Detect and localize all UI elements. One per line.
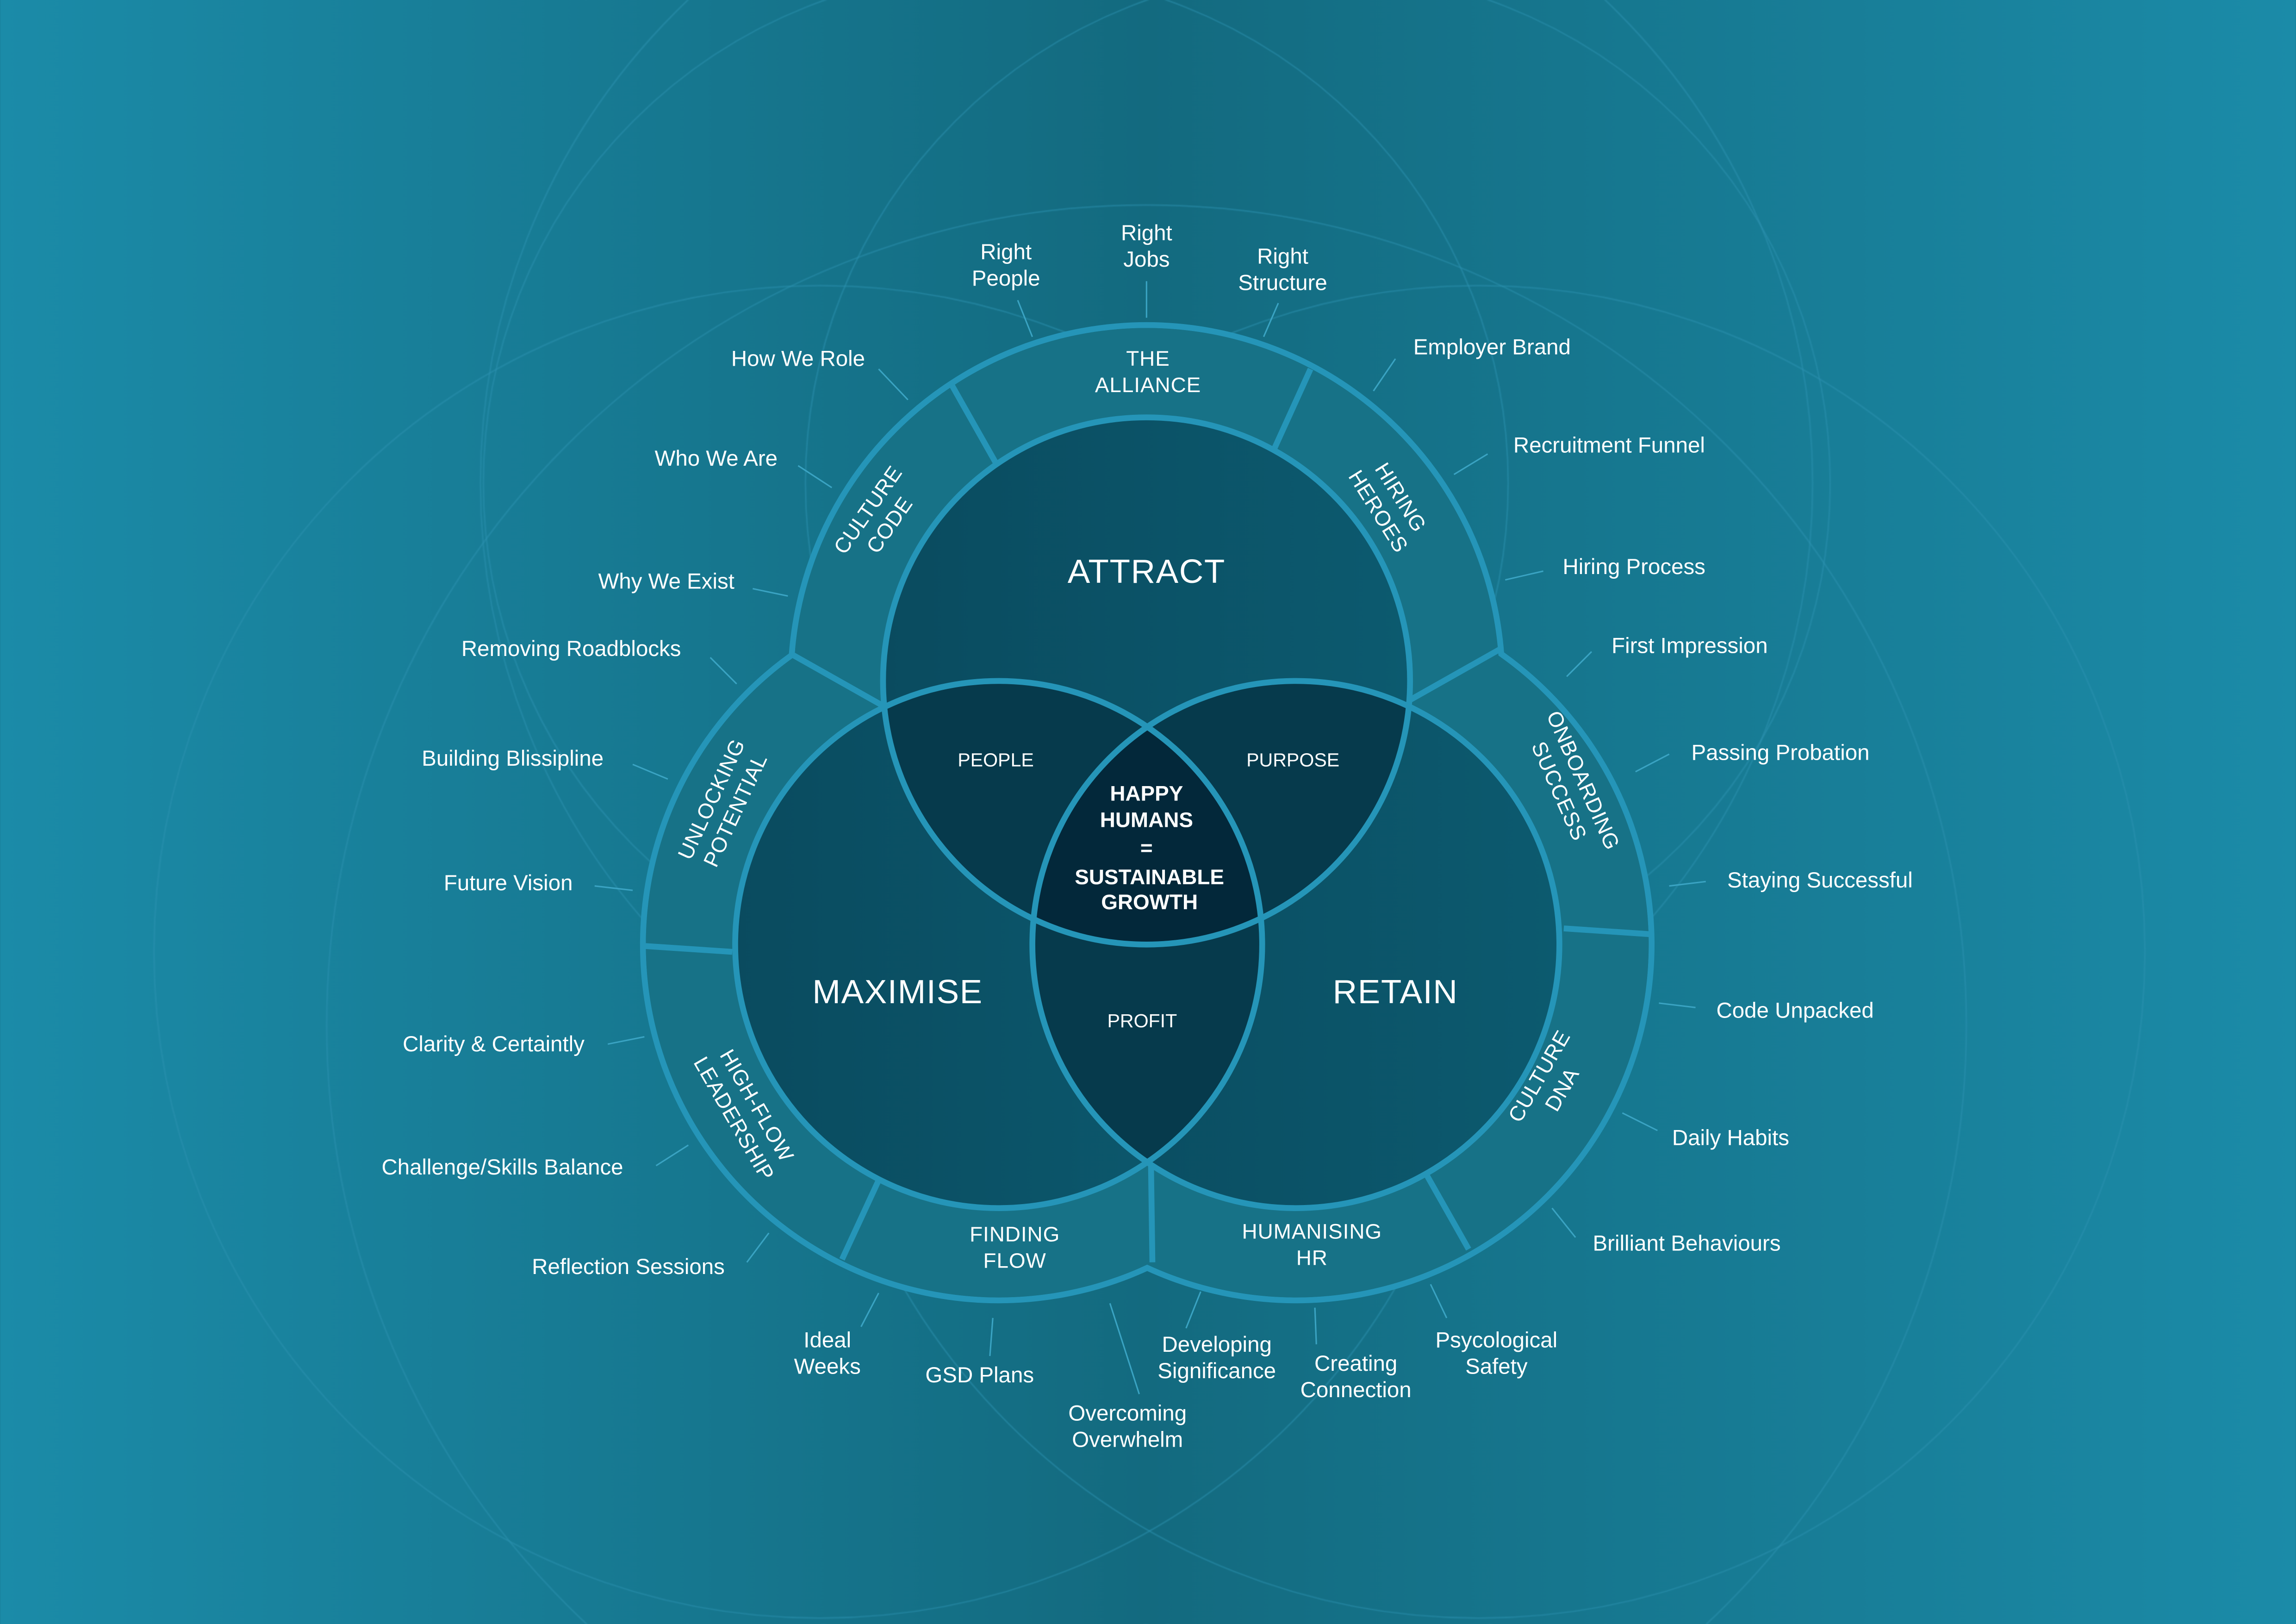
label-attract: ATTRACT xyxy=(1068,553,1226,590)
leaf-employer-brand: Employer Brand xyxy=(1413,335,1571,359)
leaf-hiring-process: Hiring Process xyxy=(1562,555,1705,579)
leaf-passing-probation: Passing Probation xyxy=(1691,741,1869,765)
svg-text:=: = xyxy=(1140,836,1153,860)
svg-text:SUSTAINABLE: SUSTAINABLE xyxy=(1075,865,1224,889)
ring-separators xyxy=(644,368,1652,1262)
label-profit: PROFIT xyxy=(1107,1010,1177,1031)
label-retain: RETAIN xyxy=(1333,973,1458,1011)
leader-lines xyxy=(594,281,1706,1394)
venn-circles xyxy=(732,414,1562,1211)
leaf-daily-habits: Daily Habits xyxy=(1672,1126,1789,1150)
svg-text:GROWTH: GROWTH xyxy=(1101,890,1198,914)
svg-text:HAPPY: HAPPY xyxy=(1110,781,1183,806)
leaf-first-impression: First Impression xyxy=(1612,634,1767,658)
leaf-who-we-are: Who We Are xyxy=(655,446,778,471)
leaf-future-vision: Future Vision xyxy=(444,871,573,895)
leaf-building-blissipline: Building Blissipline xyxy=(422,746,604,771)
leaf-reflection-sessions: Reflection Sessions xyxy=(532,1255,725,1279)
leaf-removing-roadblocks: Removing Roadblocks xyxy=(461,637,681,661)
leaf-gsd-plans: GSD Plans xyxy=(925,1363,1034,1387)
core-region xyxy=(1032,681,1263,945)
leaf-brilliant-behaviours: Brilliant Behaviours xyxy=(1593,1231,1781,1255)
leaf-code-unpacked: Code Unpacked xyxy=(1717,998,1874,1023)
leaf-recruitment-funnel: Recruitment Funnel xyxy=(1513,433,1705,457)
svg-text:HUMANS: HUMANS xyxy=(1100,808,1193,832)
leaf-how-we-role: How We Role xyxy=(731,347,865,371)
leaf-challenge-skills-balance: Challenge/Skills Balance xyxy=(381,1155,623,1180)
leaf-staying-successful: Staying Successful xyxy=(1727,868,1913,893)
leaf-clarity-certaintly: Clarity & Certaintly xyxy=(403,1032,585,1056)
label-maximise: MAXIMISE xyxy=(812,973,983,1011)
label-people: PEOPLE xyxy=(958,750,1034,771)
core-statement: HAPPY HUMANS = SUSTAINABLE GROWTH xyxy=(1075,781,1224,914)
leaf-why-we-exist: Why We Exist xyxy=(598,569,734,593)
label-purpose: PURPOSE xyxy=(1246,750,1339,771)
